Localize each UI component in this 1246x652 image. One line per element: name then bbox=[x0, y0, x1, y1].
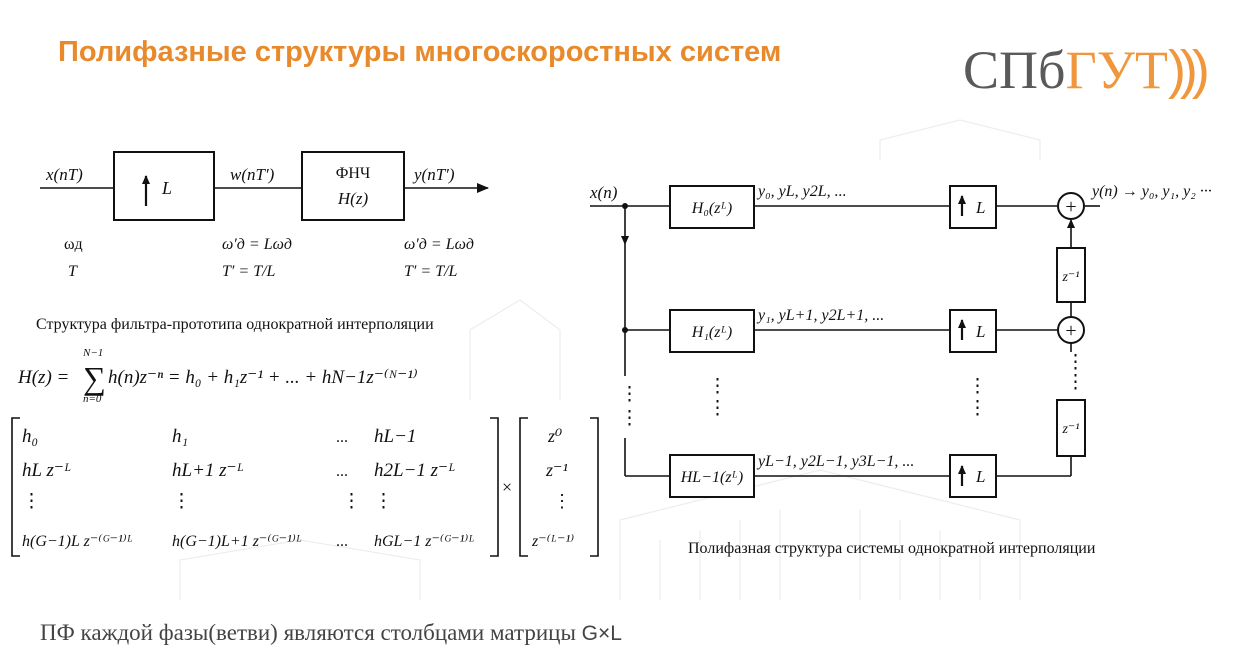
vector-right-bracket bbox=[590, 417, 599, 557]
delay-top-label: z⁻¹ bbox=[1061, 270, 1079, 285]
vdots-adders: ⋮ bbox=[1066, 352, 1085, 373]
branch0-seq: y₀, yL, y2L, ... bbox=[756, 183, 847, 200]
vdots-left: ⋮ bbox=[620, 384, 639, 405]
matrix-cell: hL z⁻ᴸ bbox=[22, 460, 72, 481]
matrix-left-bracket bbox=[11, 417, 20, 557]
matrix-cell: hGL−1 z⁻⁽ᴳ⁻¹⁾ᴸ bbox=[374, 533, 475, 550]
matrix-cell: ⋮ bbox=[342, 491, 361, 512]
formula-lhs: H(z) = bbox=[17, 367, 69, 388]
upsampler-block-0 bbox=[949, 185, 997, 229]
lpf-transfer-label: H(z) bbox=[337, 189, 369, 208]
col1-freq: ωд bbox=[64, 236, 83, 253]
vdots-upsamplers: ⋮ bbox=[968, 376, 987, 397]
matrix-cell: ⋮ bbox=[22, 491, 41, 512]
col2-period: T′ = T/L bbox=[222, 263, 276, 280]
filter-block-h0 bbox=[669, 185, 755, 229]
sum-sign-icon: ∑ bbox=[83, 360, 106, 396]
sum-upper-limit: N−1 bbox=[82, 347, 103, 359]
matrix-cell: ... bbox=[336, 533, 348, 550]
matrix-cell: ⋮ bbox=[374, 491, 393, 512]
formula-rhs: h(n)z⁻ⁿ = h₀ + h₁z⁻¹ + ... + hN−1z⁻⁽ᴺ⁻¹⁾ bbox=[108, 367, 418, 388]
lpf-label: ФНЧ bbox=[336, 165, 371, 182]
upsampler-block bbox=[113, 151, 215, 221]
upsampler-block-2 bbox=[949, 454, 997, 498]
upsampler-2-label: L bbox=[975, 467, 985, 486]
proto-input-label: x(nT) bbox=[45, 165, 83, 184]
matrix-cell: ⋮ bbox=[172, 491, 191, 512]
background-building-watermark bbox=[179, 119, 1041, 600]
poly-input-label: x(n) bbox=[589, 183, 618, 202]
matrix-cell: h2L−1 z⁻ᴸ bbox=[374, 460, 456, 481]
adder-mid-plus: + bbox=[1065, 320, 1076, 342]
vdots-left-2: ⋮ bbox=[620, 408, 639, 429]
vdots-upsamplers-2: ⋮ bbox=[968, 398, 987, 419]
logo-waves-icon: ))) bbox=[1167, 40, 1210, 100]
col3-freq: ω′д = Lωд bbox=[404, 236, 474, 253]
logo-spb: СПб bbox=[963, 40, 1066, 100]
prototype-diagram: x(nT) L w(nT′) ФНЧ H(z) y(nT′) ωд T ω′д … bbox=[40, 151, 489, 280]
upsampler-block-1 bbox=[949, 309, 997, 353]
vector-cell: ⋮ bbox=[553, 491, 571, 511]
proto-output-label: y(nT′) bbox=[412, 165, 455, 184]
vdots-filters-2: ⋮ bbox=[708, 398, 727, 419]
matrix-right-bracket bbox=[490, 417, 499, 557]
transfer-formula: H(z) = N−1 ∑ n=0 h(n)z⁻ⁿ = h₀ + h₁z⁻¹ + … bbox=[17, 347, 418, 405]
matrix-cell: h(G−1)L z⁻⁽ᴳ⁻¹⁾ᴸ bbox=[22, 533, 133, 550]
footer-text: ПФ каждой фазы(ветви) являются столбцами… bbox=[40, 620, 582, 645]
lpf-block bbox=[301, 151, 405, 221]
col2-freq: ω′д = Lωд bbox=[222, 236, 292, 253]
branch1-seq: y₁, yL+1, y2L+1, ... bbox=[756, 307, 884, 324]
sum-lower-limit: n=0 bbox=[83, 393, 102, 405]
matrix-cell: h(G−1)L+1 z⁻⁽ᴳ⁻¹⁾ᴸ bbox=[172, 533, 302, 550]
slide-title: Полифазные структуры многоскоростных сис… bbox=[58, 36, 782, 68]
filter-block-hl1 bbox=[669, 454, 755, 498]
matrix-cell: h₀ bbox=[22, 426, 38, 447]
delay-block-bottom bbox=[1056, 399, 1086, 457]
polyphase-matrix: h₀ h₁ ... hL−1 hL z⁻ᴸ hL+1 z⁻ᴸ ... h2L−1… bbox=[11, 417, 599, 557]
vdots-filters: ⋮ bbox=[708, 376, 727, 397]
matrix-cell: ... bbox=[336, 429, 348, 446]
vector-left-bracket bbox=[519, 417, 528, 557]
filter-hl1-label: HL−1(zᴸ) bbox=[680, 469, 744, 486]
poly-output-label: y(n) → y₀, y₁, y₂ ··· bbox=[1090, 183, 1212, 200]
logo: СПбГУТ))) bbox=[963, 40, 1210, 100]
adder-top-plus: + bbox=[1065, 196, 1076, 218]
matrix-cell: hL−1 bbox=[374, 426, 416, 447]
polyphase-caption: Полифазная структура системы однократной… bbox=[688, 540, 1096, 557]
matrix-cell: hL+1 z⁻ᴸ bbox=[172, 460, 244, 481]
vector-cell: z⁻⁽ᴸ⁻¹⁾ bbox=[531, 533, 574, 550]
matrix-cell: h₁ bbox=[172, 426, 188, 447]
col3-period: T′ = T/L bbox=[404, 263, 458, 280]
delay-bottom-label: z⁻¹ bbox=[1061, 422, 1079, 437]
upsampler-0-label: L bbox=[975, 198, 985, 217]
vector-cell: z⁰ bbox=[547, 426, 562, 446]
col1-period: T bbox=[68, 263, 78, 280]
prototype-caption: Структура фильтра-прототипа однократной … bbox=[36, 316, 434, 333]
proto-upsample-label: L bbox=[161, 178, 172, 198]
filter-h0-label: H₀(zᴸ) bbox=[691, 200, 732, 217]
logo-gut: ГУТ bbox=[1065, 40, 1168, 100]
matrix-cell: ... bbox=[336, 463, 348, 480]
times-sign: × bbox=[502, 477, 512, 497]
filter-h1-label: H₁(zᴸ) bbox=[691, 324, 732, 341]
proto-mid-label: w(nT′) bbox=[230, 165, 275, 184]
vector-cell: z⁻¹ bbox=[545, 460, 568, 480]
polyphase-diagram: x(n) ⋮ ⋮ H₀(zᴸ) y₀, yL, y2L, ... L H₁(zᴸ… bbox=[589, 183, 1212, 498]
footer-note: ПФ каждой фазы(ветви) являются столбцами… bbox=[40, 620, 622, 646]
footer-dims: G×L bbox=[581, 622, 622, 645]
upsampler-1-label: L bbox=[975, 322, 985, 341]
branch2-seq: yL−1, y2L−1, y3L−1, ... bbox=[756, 453, 914, 470]
vdots-adders-2: ⋮ bbox=[1066, 372, 1085, 393]
filter-block-h1 bbox=[669, 309, 755, 353]
